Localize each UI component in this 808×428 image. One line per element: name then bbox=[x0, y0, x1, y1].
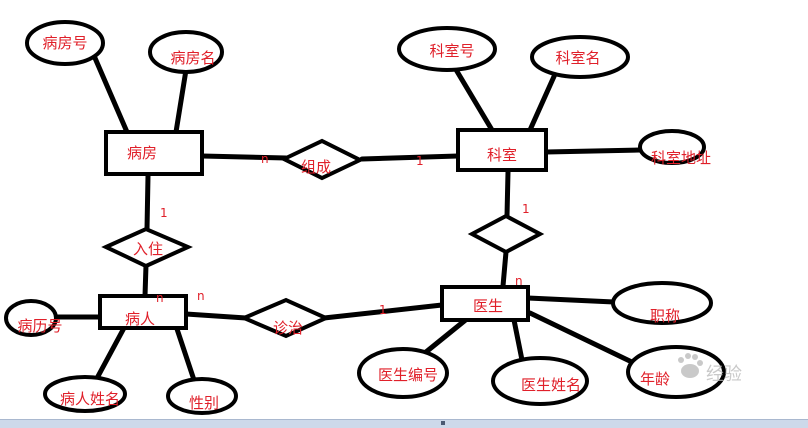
attribute-ward-no[interactable]: 病房号 bbox=[25, 20, 105, 66]
attribute-dept-address[interactable]: 科室地址 bbox=[638, 129, 711, 167]
relationship-admit[interactable]: 入住 bbox=[101, 226, 193, 269]
entity-patient[interactable]: 病人 bbox=[98, 294, 188, 330]
attribute-doctor-name-label: 医生姓名 bbox=[521, 376, 581, 394]
attribute-age[interactable]: 年龄 bbox=[626, 345, 726, 399]
line-ward-wardno bbox=[92, 55, 130, 135]
entity-doctor-label: 医生 bbox=[473, 297, 503, 315]
relationship-compose-label: 组成 bbox=[301, 158, 331, 176]
attribute-title[interactable]: 职称 bbox=[611, 281, 713, 325]
attribute-ward-name-label: 病房名 bbox=[170, 49, 215, 67]
attribute-title-label: 职称 bbox=[650, 307, 680, 325]
cardinality-treat-patient: n bbox=[197, 289, 205, 303]
line-ward-compose bbox=[199, 153, 289, 161]
line-ward-admit bbox=[144, 173, 151, 232]
cardinality-belong-doctor: n bbox=[515, 274, 523, 288]
entity-department[interactable]: 科室 bbox=[456, 128, 548, 172]
cardinality-admit-patient: n bbox=[156, 291, 164, 305]
attribute-ward-name[interactable]: 病房名 bbox=[148, 30, 224, 74]
attribute-dept-no[interactable]: 科室号 bbox=[397, 26, 497, 72]
attribute-patient-name[interactable]: 病人姓名 bbox=[43, 375, 127, 413]
cardinality-compose-dept: 1 bbox=[416, 154, 424, 168]
attribute-doctor-name[interactable]: 医生姓名 bbox=[491, 356, 589, 406]
line-patient-name bbox=[93, 325, 127, 383]
watermark: 经验 bbox=[678, 353, 742, 385]
attribute-dept-address-label: 科室地址 bbox=[651, 149, 711, 167]
relationship-treat[interactable]: 诊治 bbox=[238, 297, 331, 339]
relationship-admit-label: 入住 bbox=[133, 240, 163, 258]
cardinality-admit-ward: 1 bbox=[160, 206, 168, 220]
scrollbar-grip-icon[interactable] bbox=[441, 421, 445, 425]
line-doctor-age bbox=[527, 310, 639, 367]
cardinality-treat-doctor: 1 bbox=[379, 303, 387, 317]
entity-ward[interactable]: 病房 bbox=[104, 130, 204, 176]
line-doctor-docname bbox=[511, 317, 525, 363]
line-dept-belong bbox=[504, 169, 511, 219]
attribute-gender-label: 性别 bbox=[189, 394, 219, 412]
cardinality-compose-ward: n bbox=[261, 152, 269, 166]
entity-ward-label: 病房 bbox=[127, 144, 157, 162]
line-treat-doctor bbox=[321, 302, 445, 321]
line-patient-treat bbox=[183, 311, 249, 321]
attribute-dept-name[interactable]: 科室名 bbox=[530, 35, 630, 79]
attribute-doctor-no-label: 医生编号 bbox=[378, 366, 438, 384]
line-compose-dept bbox=[359, 153, 461, 162]
line-patient-gender bbox=[173, 323, 197, 383]
attribute-doctor-no[interactable]: 医生编号 bbox=[357, 347, 449, 399]
attribute-ward-no-label: 病房号 bbox=[42, 34, 87, 52]
attribute-gender[interactable]: 性别 bbox=[166, 377, 238, 415]
attribute-age-label: 年龄 bbox=[640, 370, 670, 388]
connector-lines bbox=[53, 55, 643, 383]
attribute-record-no-label: 病历号 bbox=[17, 317, 62, 335]
line-belong-doctor bbox=[500, 249, 509, 289]
line-dept-deptname bbox=[527, 69, 559, 133]
line-doctor-title bbox=[525, 295, 617, 305]
attribute-dept-name-label: 科室名 bbox=[555, 49, 600, 67]
entity-patient-label: 病人 bbox=[125, 310, 155, 328]
horizontal-scrollbar[interactable] bbox=[0, 419, 808, 428]
entity-department-label: 科室 bbox=[487, 146, 517, 164]
baidu-paw-icon bbox=[678, 353, 703, 378]
line-dept-deptno bbox=[452, 65, 495, 133]
line-ward-wardname bbox=[173, 67, 189, 135]
relationship-belong[interactable] bbox=[467, 213, 545, 255]
entity-doctor[interactable]: 医生 bbox=[440, 285, 530, 322]
line-admit-patient bbox=[142, 262, 149, 299]
watermark-text: 经验 bbox=[706, 364, 742, 385]
cardinality-belong-dept: 1 bbox=[522, 202, 530, 216]
relationship-compose[interactable]: 组成 bbox=[279, 138, 365, 181]
line-doctor-docno bbox=[423, 315, 471, 355]
line-dept-addr bbox=[543, 147, 643, 155]
attribute-record-no[interactable]: 病历号 bbox=[4, 299, 63, 337]
attribute-dept-no-label: 科室号 bbox=[429, 42, 474, 60]
attribute-patient-name-label: 病人姓名 bbox=[60, 390, 120, 408]
relationship-treat-label: 诊治 bbox=[273, 319, 303, 337]
